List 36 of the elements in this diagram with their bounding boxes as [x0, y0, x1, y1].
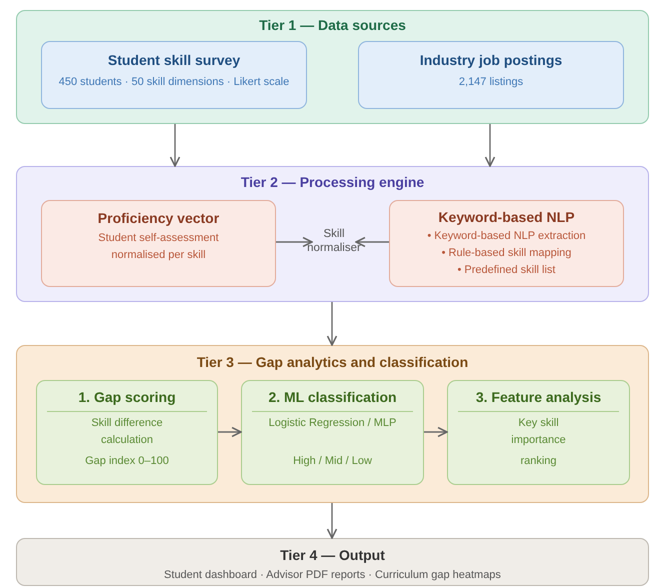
box-title: 3. Feature analysis — [474, 389, 602, 405]
box-text: Skill difference calculation — [90, 416, 164, 448]
box-text: ranking — [519, 454, 558, 469]
text-label: Skill normaliser — [306, 228, 362, 256]
box-text: 450 students · 50 skill dimensions · Likert scale — [58, 75, 290, 90]
box-title: 1. Gap scoring — [77, 389, 177, 405]
box-title: Tier 3 — Gap analytics and classification — [196, 354, 470, 370]
source-box — [358, 41, 624, 109]
box-text: Gap index 0–100 — [84, 454, 170, 469]
box-title: Student skill survey — [106, 52, 242, 68]
step-box — [36, 380, 218, 485]
box-text: 2,147 listings — [458, 75, 524, 90]
box-text: • Predefined skill list — [456, 263, 556, 278]
box-title: Proficiency vector — [96, 210, 220, 226]
box-title: Tier 4 — Output — [279, 547, 386, 563]
tier-panel — [16, 345, 649, 503]
step-box — [241, 380, 424, 485]
process-box — [41, 200, 276, 287]
tier-panel — [16, 538, 649, 586]
box-text: Key skill importance — [510, 416, 567, 448]
process-box — [389, 200, 624, 287]
box-text: • Keyword-based NLP extraction — [426, 229, 587, 244]
box-text: • Rule-based skill mapping — [440, 246, 572, 261]
box-title: 2. ML classification — [267, 389, 398, 405]
box-title: Keyword-based NLP — [437, 209, 576, 225]
box-text: High / Mid / Low — [292, 454, 373, 469]
box-text: Logistic Regression / MLP — [268, 416, 398, 431]
box-title: Tier 1 — Data sources — [258, 17, 407, 33]
box-title: Industry job postings — [418, 52, 564, 68]
box-title: Tier 2 — Processing engine — [240, 174, 426, 190]
step-box — [447, 380, 630, 485]
tier-panel — [16, 10, 649, 124]
box-text: Student self-assessment normalised per skill — [97, 231, 220, 262]
source-box — [41, 41, 307, 109]
box-text: Student dashboard · Advisor PDF reports · Curriculum gap heatmaps — [163, 568, 502, 583]
tier-panel — [16, 166, 649, 302]
